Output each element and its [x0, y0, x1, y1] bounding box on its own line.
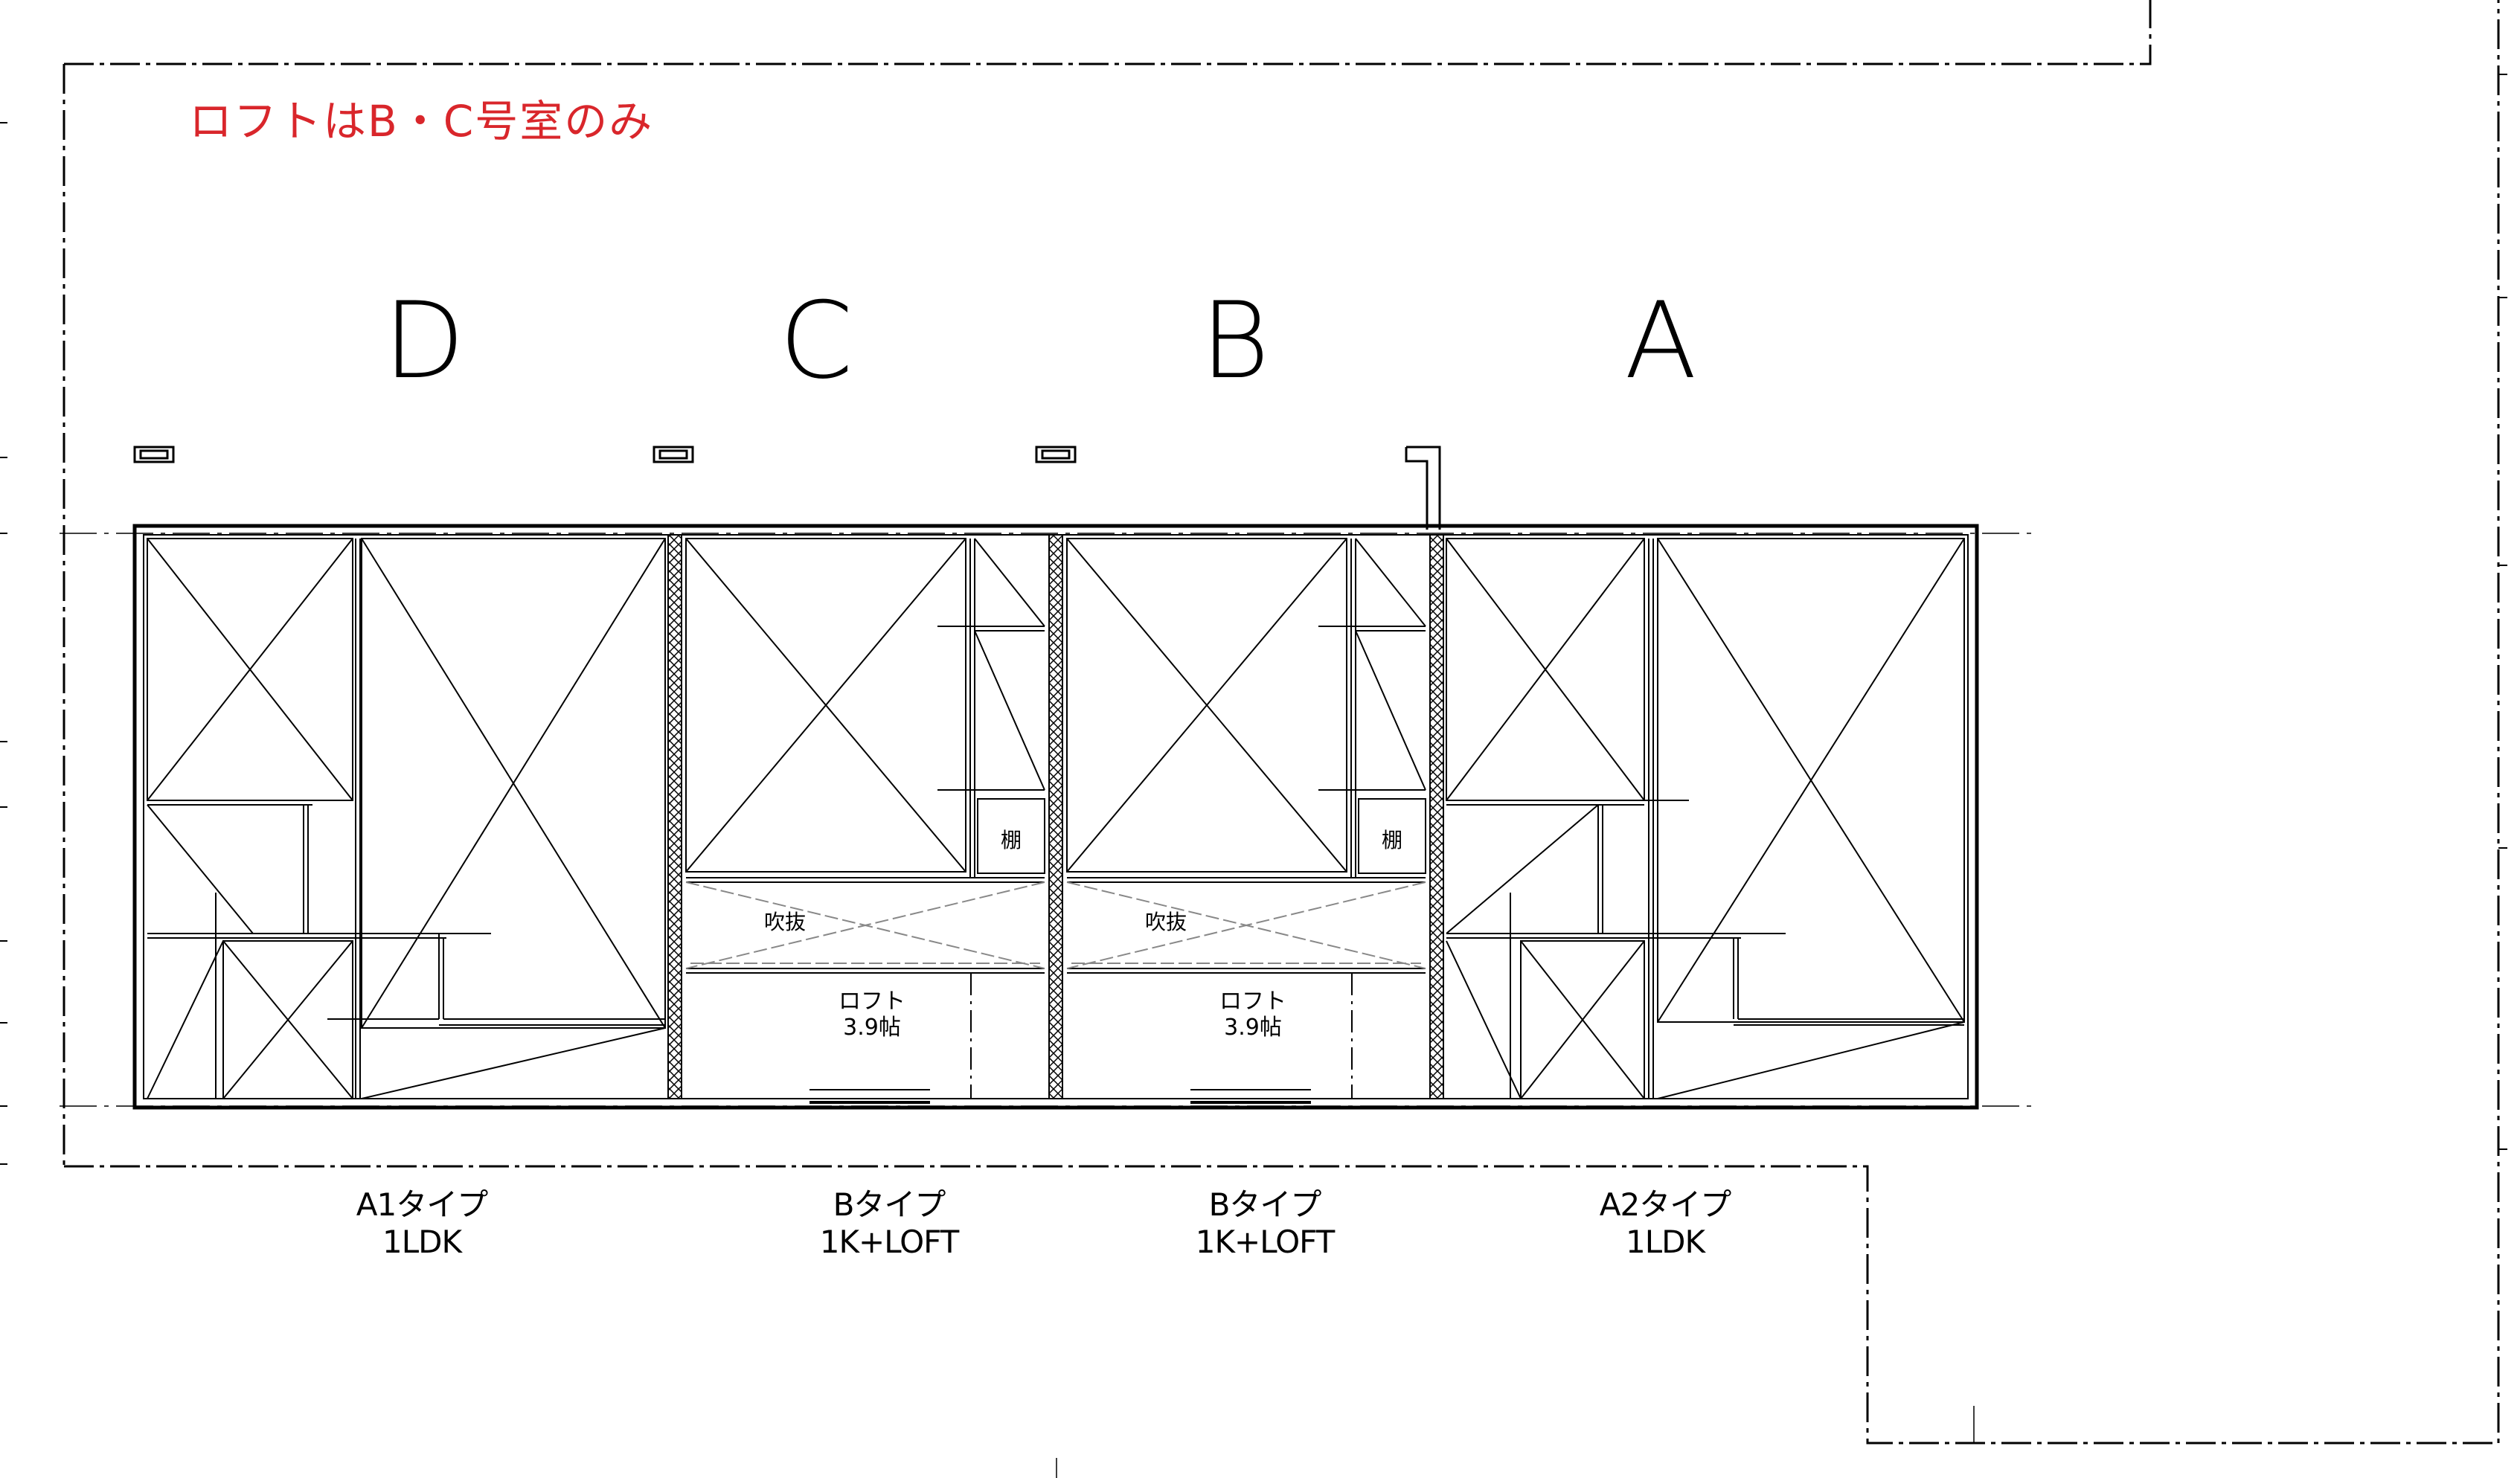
unit-c-shelf-label: 棚 [1000, 828, 1022, 852]
unit-c-layout: 1K+LOFT [819, 1224, 959, 1261]
unit-b-type: Bタイプ 1K+LOFT [1196, 1186, 1335, 1262]
unit-c-loft-area: 3.9帖 [843, 1014, 901, 1041]
unit-a-type: A2タイプ 1LDK [1600, 1186, 1731, 1262]
unit-c-loft-name: ロフト [839, 989, 905, 1015]
unit-a-type-name: A2タイプ [1599, 1186, 1731, 1223]
unit-letter-b: B [1200, 280, 1270, 402]
unit-a-interior [1446, 538, 1965, 1099]
unit-c-void-label: 吹抜 [763, 910, 807, 934]
unit-d-layout: 1LDK [382, 1224, 462, 1261]
unit-b-loft-label: ロフト 3.9帖 [1219, 989, 1286, 1041]
unit-b-type-name: Bタイプ [1208, 1186, 1322, 1223]
loft-note: ロフトはB・C号室のみ [189, 96, 654, 147]
unit-b-void-label: 吹抜 [1144, 910, 1187, 934]
unit-b-shelf-label: 棚 [1381, 828, 1403, 852]
unit-c-loft-label: ロフト 3.9帖 [839, 989, 905, 1041]
unit-a-layout: 1LDK [1625, 1224, 1705, 1261]
vent-boxes [133, 446, 1441, 530]
unit-letter-d: D [383, 280, 465, 402]
margin-ticks [0, 74, 2507, 1165]
unit-d-type-name: A1タイプ [356, 1186, 488, 1223]
unit-c-type: Bタイプ 1K+LOFT [820, 1186, 959, 1262]
unit-d-interior [147, 538, 666, 1099]
unit-letter-c: C [779, 280, 853, 402]
unit-b-void [1066, 881, 1426, 969]
unit-c-void [685, 881, 1045, 969]
unit-c-type-name: Bタイプ [833, 1186, 946, 1223]
site-boundary [62, 0, 2500, 1445]
unit-b-interior [1066, 538, 1426, 1104]
unit-b-loft-area: 3.9帖 [1224, 1014, 1282, 1041]
unit-c-interior [685, 538, 1045, 1104]
unit-b-layout: 1K+LOFT [1195, 1224, 1335, 1261]
unit-d-type: A1タイプ 1LDK [356, 1186, 488, 1262]
unit-b-loft-name: ロフト [1219, 989, 1286, 1015]
unit-letter-a: A [1624, 280, 1697, 402]
party-walls [667, 534, 1444, 1099]
